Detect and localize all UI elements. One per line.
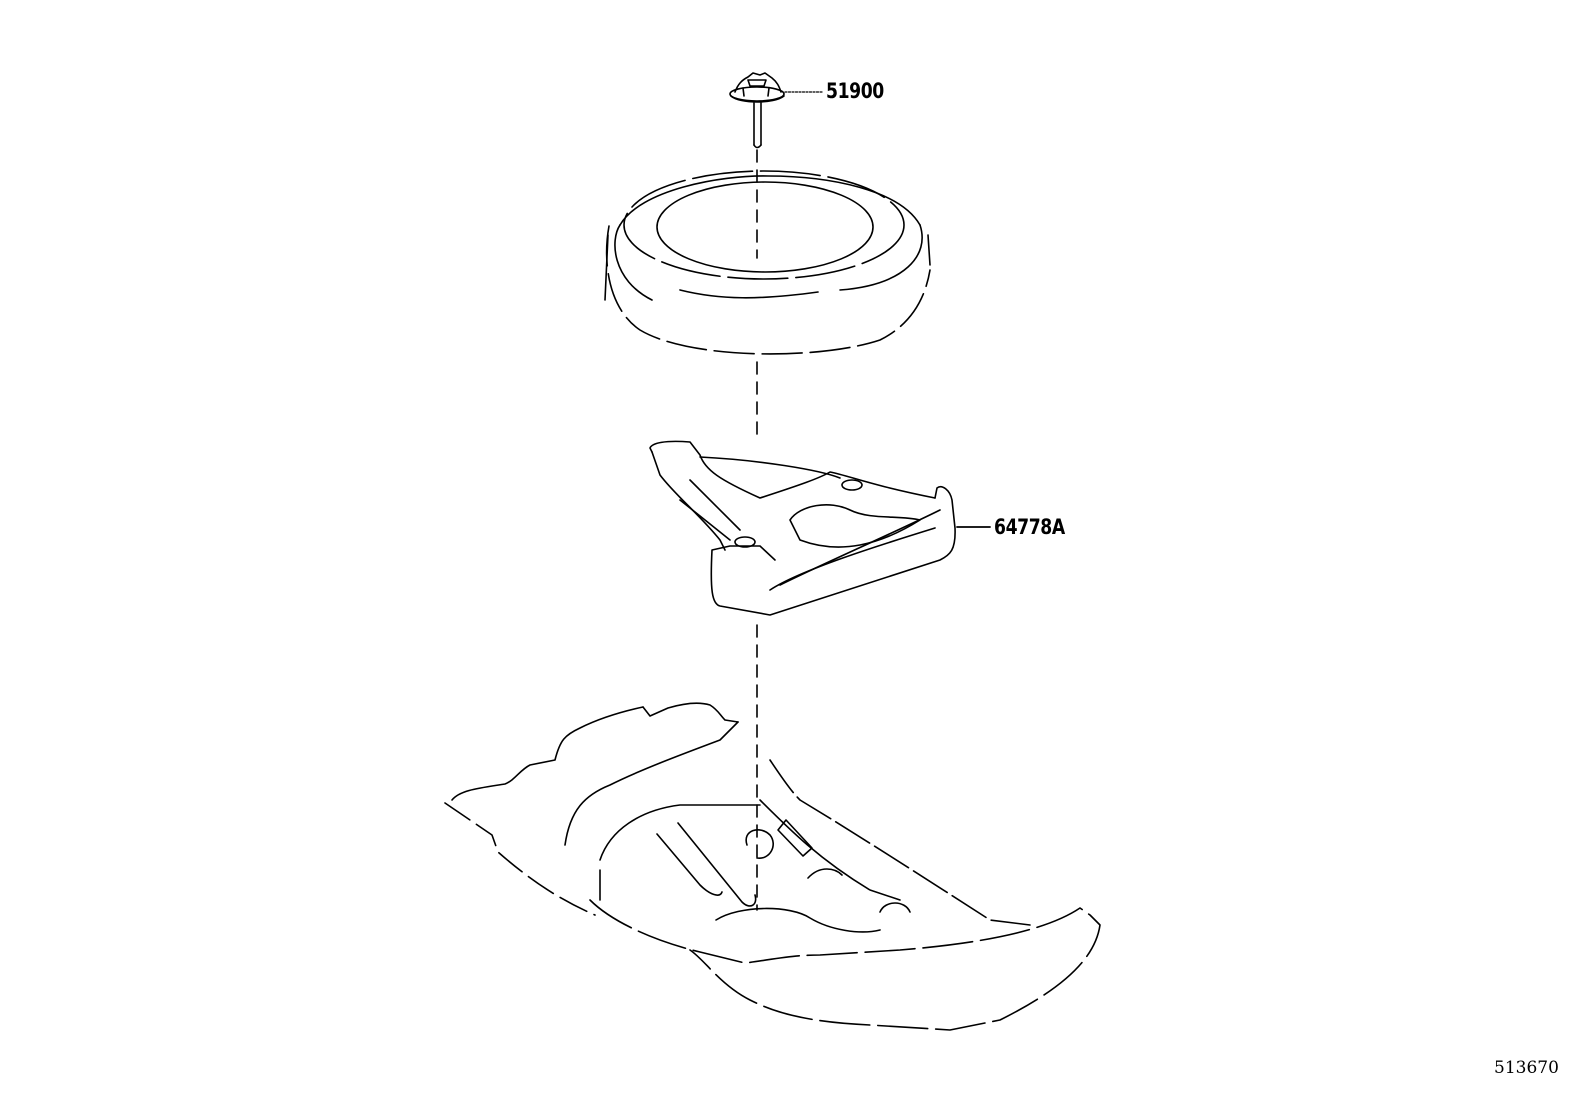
spare-tire-tray-part (649, 440, 991, 616)
callout-64778A: 64778A (994, 515, 1065, 539)
figure-number: 513670 (1494, 1058, 1559, 1078)
spare-tire-part (604, 170, 931, 355)
hold-down-bolt-part (729, 72, 824, 149)
callout-51900: 51900 (826, 79, 884, 103)
rear-floor-pan-part (444, 702, 1101, 1031)
